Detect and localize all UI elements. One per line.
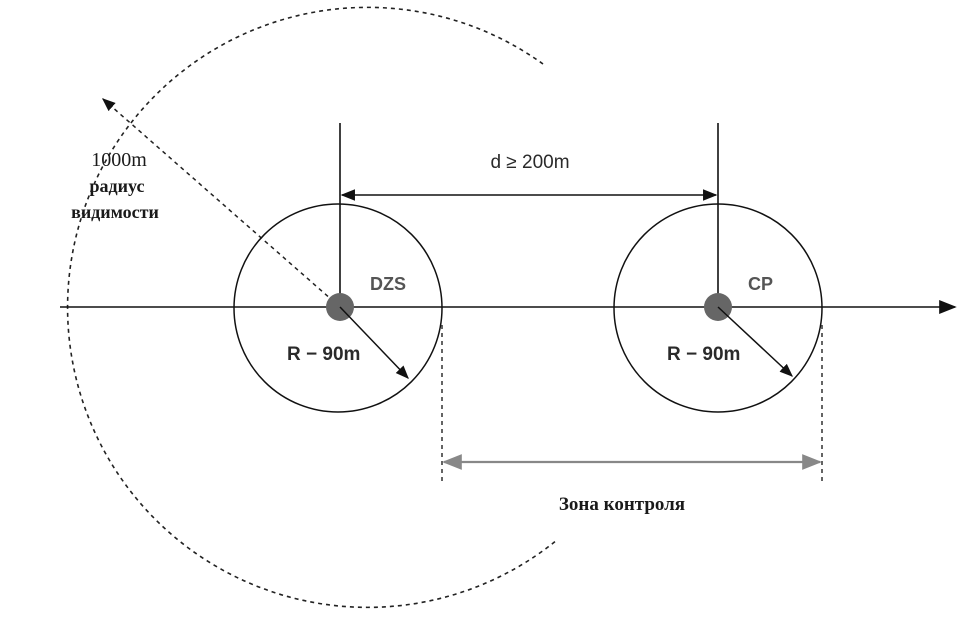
visibility-caption-line2: видимости [71, 202, 159, 222]
spacing-label: d ≥ 200m [490, 152, 569, 173]
control-zone-label: Зона контроля [559, 494, 685, 515]
visibility-distance-label: 1000m [91, 149, 147, 171]
cp-radius-arrow [717, 306, 793, 377]
cp-label: CP [748, 274, 773, 294]
cp-range-circle [613, 203, 823, 413]
dzs-label: DZS [370, 274, 406, 294]
dzs-radius-label: R − 90m [287, 344, 360, 365]
dzs-radius-arrow [339, 306, 409, 379]
visibility-caption-line1: радиус [90, 176, 145, 196]
cp-radius-label: R − 90m [667, 344, 740, 365]
dzs-range-circle [233, 203, 443, 413]
visibility-range-circle [66, 6, 558, 609]
